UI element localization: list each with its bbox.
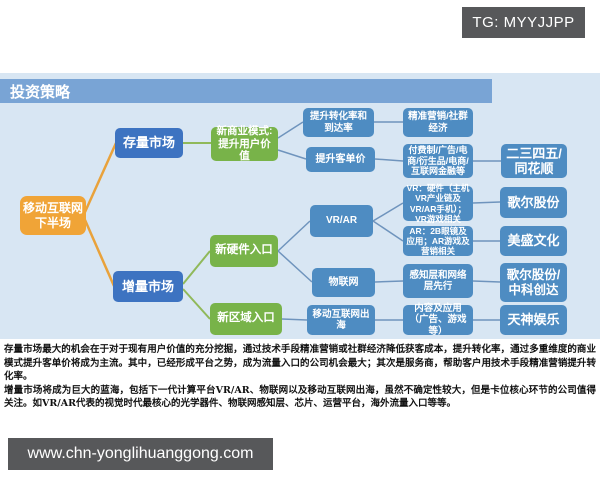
node-mobile-internet-overseas: 移动互联网出海: [307, 305, 375, 335]
analysis-text-block: 存量市场最大的机会在于对于现有用户价值的充分挖掘，通过技术手段精准营销或社群经济…: [4, 343, 596, 411]
node-customer-price: 提升客单价: [306, 147, 375, 172]
analysis-paragraph-stock: 存量市场最大的机会在于对于现有用户价值的充分挖掘，通过技术手段精准营销或社群经济…: [4, 344, 596, 382]
node-incremental-market: 增量市场: [113, 271, 183, 302]
telegram-badge-text: TG: MYYJJPP: [472, 14, 575, 31]
section-header-bar: 投资策略: [0, 79, 492, 103]
telegram-badge: TG: MYYJJPP: [462, 7, 585, 38]
node-goertek-thundersoft: 歌尔股份/中科创达: [500, 263, 567, 302]
node-perception-layer: 感知层和网络层先行: [403, 264, 473, 298]
node-precision-marketing: 精准营销/社群经济: [403, 108, 473, 137]
watermark-badge: www.chn-yonglihuanggong.com: [8, 438, 273, 470]
node-conversion-rate: 提升转化率和到达率: [303, 108, 374, 137]
node-goertek: 歌尔股份: [500, 187, 567, 218]
node-payment-models: 付费制/广告/电商/衍生品/电商/互联网金融等: [403, 144, 473, 178]
node-iot: 物联网: [312, 268, 375, 297]
watermark-url-text: www.chn-yonglihuanggong.com: [27, 445, 254, 462]
node-tianshen-entertainment: 天神娱乐: [500, 305, 567, 335]
node-meisheng-culture: 美盛文化: [500, 226, 567, 256]
node-new-region-entry: 新区域入口: [210, 303, 282, 335]
node-ar-glasses: AR：2B眼镜及应用；AR游戏及营销相关: [403, 226, 473, 256]
node-234-tonghuashun: 二三四五/同花顺: [501, 144, 567, 178]
node-new-hardware-entry: 新硬件入口: [210, 235, 278, 267]
node-mobile-internet-second-half: 移动互联网下半场: [20, 196, 86, 235]
node-content-apps: 内容及应用（广告、游戏等）: [403, 303, 473, 337]
node-vr-hardware: VR：硬件（主机VR产业链及VR/AR手机）；VR游戏相关: [403, 183, 473, 224]
node-vr-ar: VR/AR: [310, 205, 373, 237]
analysis-paragraph-incremental: 增量市场将成为巨大的蓝海，包括下一代计算平台VR/AR、物联网以及移动互联网出海…: [4, 384, 596, 410]
node-stock-market: 存量市场: [115, 128, 183, 158]
page-title: 投资策略: [10, 83, 71, 101]
node-new-business-model: 新商业模式:提升用户价值: [211, 125, 278, 162]
